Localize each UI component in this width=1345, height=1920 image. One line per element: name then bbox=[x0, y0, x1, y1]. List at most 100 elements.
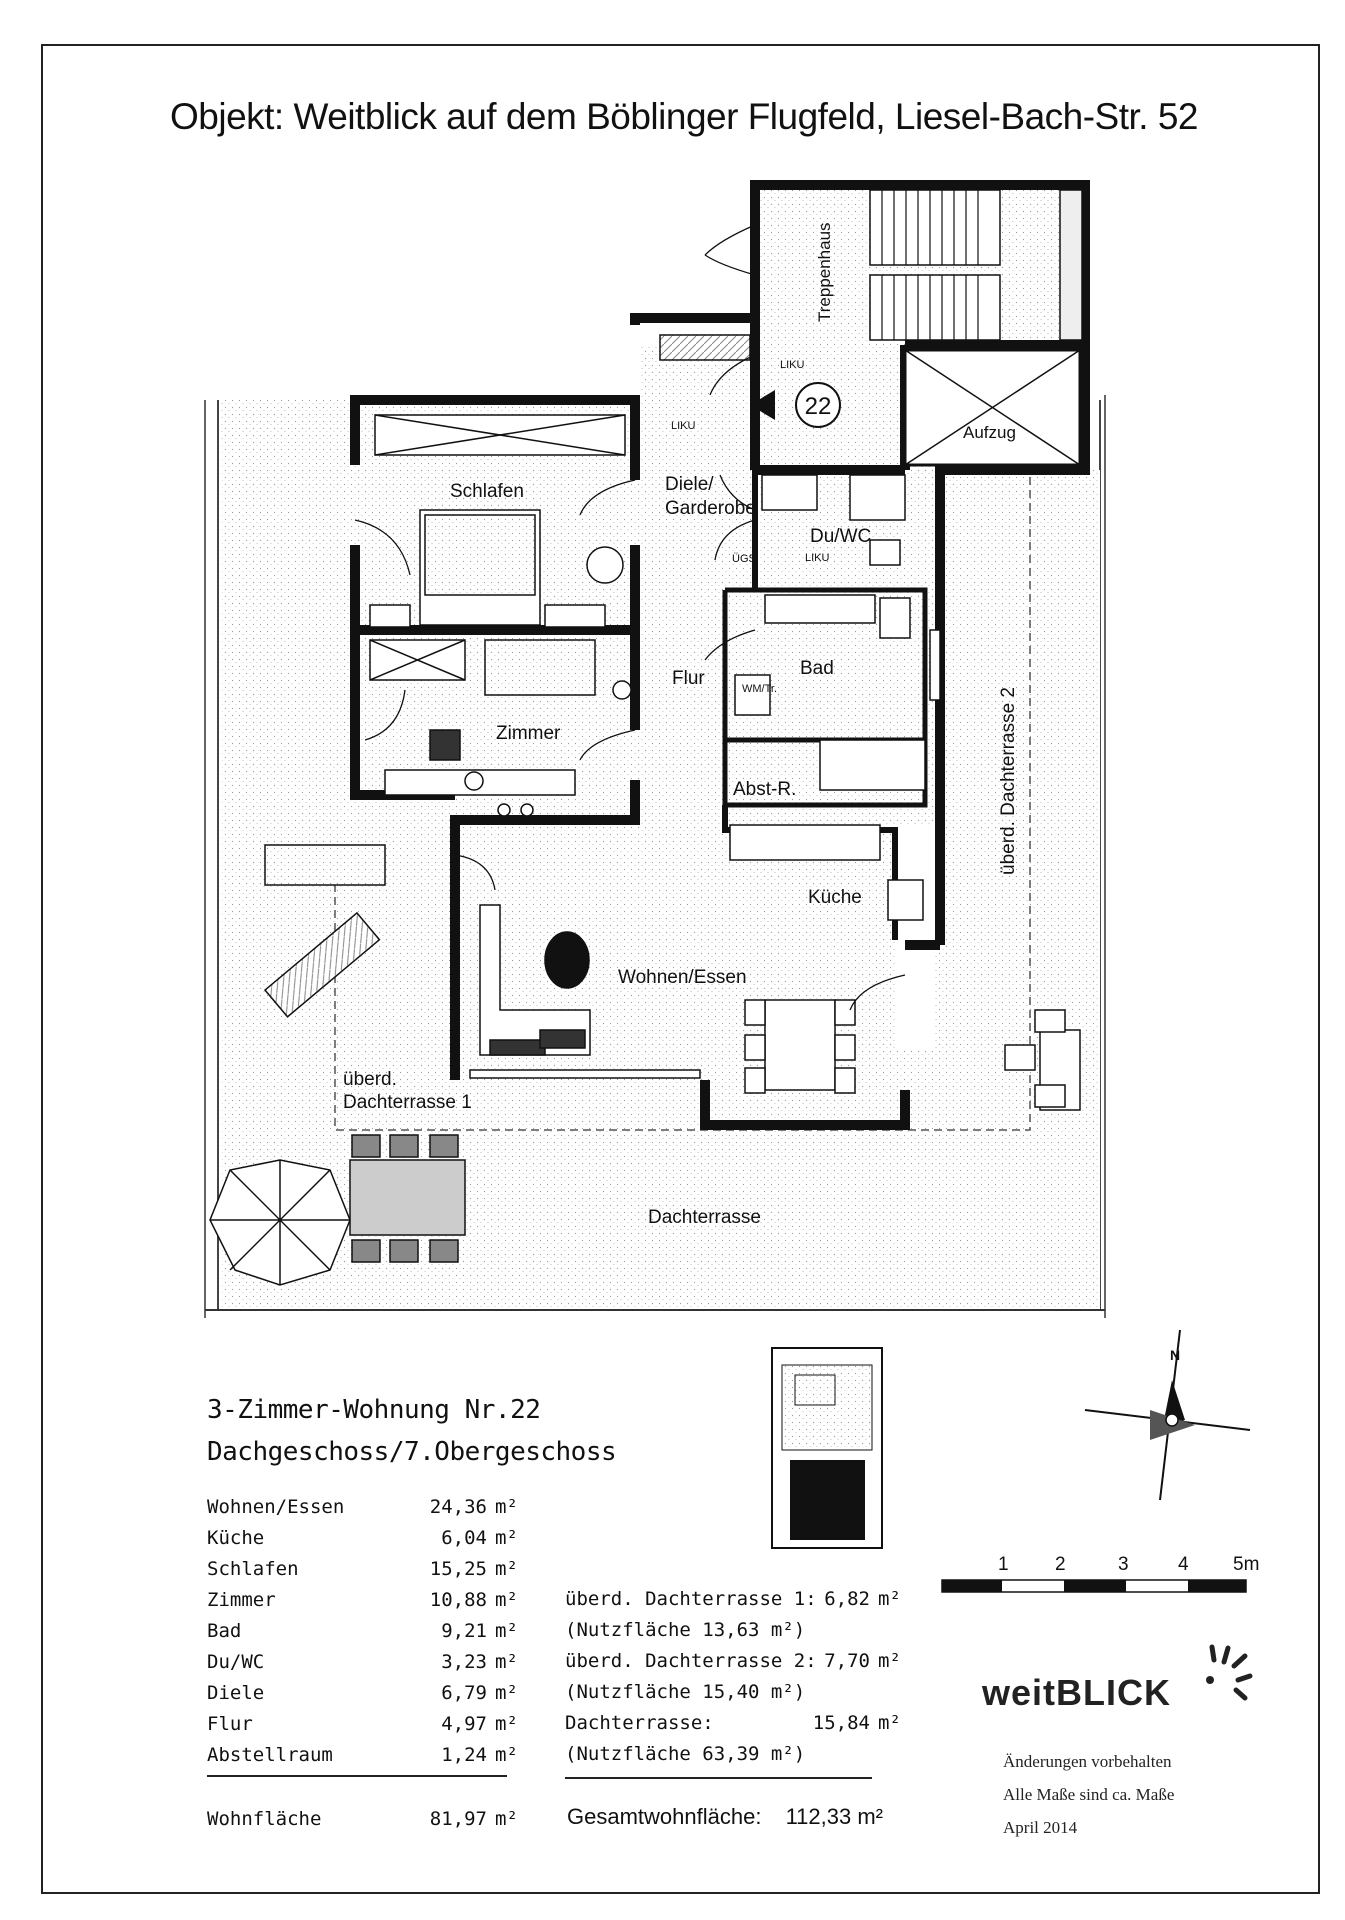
scale-tick-5m: 5m bbox=[1233, 1554, 1259, 1575]
ugs-label: ÜGS bbox=[732, 553, 756, 565]
note-dimensions: Alle Maße sind ca. Maße bbox=[1003, 1785, 1175, 1804]
area-value: 3,23 bbox=[441, 1651, 487, 1673]
unit-marker: 22 bbox=[750, 382, 841, 428]
terrace-row: (Nutzfläche 13,63 m²) bbox=[565, 1619, 901, 1650]
terrace-name: (Nutzfläche 63,39 m²) bbox=[565, 1743, 806, 1765]
sum-divider bbox=[207, 1775, 507, 1777]
room-label-uberd-1a: überd. bbox=[343, 1069, 397, 1090]
terrace-name: Dachterrasse: bbox=[565, 1712, 714, 1734]
gesamt-row: Gesamtwohnfläche: 112,33 m² bbox=[567, 1804, 883, 1830]
area-unit: m² bbox=[495, 1682, 518, 1704]
liku-label-3: LIKU bbox=[805, 552, 830, 564]
terrace-unit: m² bbox=[878, 1712, 901, 1734]
area-row: Diele 6,79 m² bbox=[207, 1682, 518, 1713]
liku-label-1: LIKU bbox=[780, 359, 805, 371]
gesamt-label: Gesamtwohnfläche: bbox=[567, 1804, 762, 1829]
terrace-name: überd. Dachterrasse 2: bbox=[565, 1650, 817, 1672]
brand-logo: weitBLICK bbox=[982, 1672, 1171, 1713]
area-value: 24,36 bbox=[429, 1496, 487, 1518]
brand-rays-icon bbox=[1206, 1644, 1253, 1701]
room-label-abst-r: Abst-R. bbox=[733, 779, 796, 800]
area-unit: m² bbox=[495, 1527, 518, 1549]
terrace-value: 7,70 bbox=[824, 1650, 870, 1672]
compass-rose: N bbox=[1084, 1329, 1251, 1501]
room-label-uberd-2: überd. Dachterrasse 2 bbox=[998, 687, 1019, 875]
scale-tick-2: 2 bbox=[1055, 1554, 1066, 1575]
room-label-garderobe: Garderobe bbox=[665, 498, 756, 519]
area-row: Zimmer 10,88 m² bbox=[207, 1589, 518, 1620]
area-row: Bad 9,21 m² bbox=[207, 1620, 518, 1651]
terrace-name: überd. Dachterrasse 1: bbox=[565, 1588, 817, 1610]
area-unit: m² bbox=[495, 1589, 518, 1611]
area-value: 15,25 bbox=[429, 1558, 487, 1580]
room-label-treppenhaus: Treppenhaus bbox=[815, 222, 834, 322]
terrace-row: (Nutzfläche 63,39 m²) bbox=[565, 1743, 901, 1774]
area-value: 6,04 bbox=[441, 1527, 487, 1549]
room-label-uberd-1b: Dachterrasse 1 bbox=[343, 1092, 472, 1113]
room-label-du-wc: Du/WC bbox=[810, 526, 871, 547]
page-title: Objekt: Weitblick auf dem Böblinger Flug… bbox=[170, 96, 1199, 137]
area-unit: m² bbox=[495, 1744, 518, 1766]
area-name: Zimmer bbox=[207, 1589, 276, 1611]
doors bbox=[354, 224, 906, 1011]
terrace-unit: m² bbox=[878, 1650, 901, 1672]
terrace-furniture bbox=[209, 844, 1081, 1286]
terrace-row: überd. Dachterrasse 2: 7,70 m² bbox=[565, 1650, 901, 1681]
area-row: Schlafen 15,25 m² bbox=[207, 1558, 518, 1589]
area-row: Abstellraum 1,24 m² bbox=[207, 1744, 518, 1775]
area-name: Bad bbox=[207, 1620, 242, 1642]
room-label-aufzug: Aufzug bbox=[963, 423, 1016, 442]
wohnflaeche-unit: m² bbox=[495, 1808, 518, 1830]
area-value: 1,24 bbox=[441, 1744, 487, 1766]
area-row: Küche 6,04 m² bbox=[207, 1527, 518, 1558]
wohnflaeche-label: Wohnfläche bbox=[207, 1808, 322, 1830]
area-name: Abstellraum bbox=[207, 1744, 333, 1766]
unit-number-label: 22 bbox=[805, 393, 832, 420]
terrace-divider bbox=[565, 1777, 872, 1779]
notes: Änderungen vorbehalten Alle Maße sind ca… bbox=[1003, 1745, 1174, 1844]
wm-tr-label: WM/Tr. bbox=[742, 683, 777, 695]
room-label-dachterrasse: Dachterrasse bbox=[648, 1207, 761, 1228]
north-label: N bbox=[1170, 1347, 1180, 1363]
area-name: Du/WC bbox=[207, 1651, 265, 1673]
bedroom-furniture bbox=[369, 509, 632, 817]
area-unit: m² bbox=[495, 1713, 518, 1735]
wohnflaeche-value: 81,97 bbox=[429, 1808, 487, 1830]
stairs bbox=[869, 189, 1083, 341]
room-label-schlafen: Schlafen bbox=[450, 481, 524, 502]
terrace-value: 15,84 bbox=[812, 1712, 870, 1734]
area-unit: m² bbox=[495, 1620, 518, 1642]
room-label-wohnen-essen: Wohnen/Essen bbox=[618, 967, 747, 988]
room-label-flur: Flur bbox=[672, 668, 705, 689]
terrace-row: (Nutzfläche 15,40 m²) bbox=[565, 1681, 901, 1712]
area-table: Wohnen/Essen 24,36 m² Küche 6,04 m² Schlafen… bbox=[207, 1496, 518, 1775]
room-label-zimmer: Zimmer bbox=[496, 723, 561, 744]
area-value: 10,88 bbox=[429, 1589, 487, 1611]
area-row: Du/WC 3,23 m² bbox=[207, 1651, 518, 1682]
note-changes: Änderungen vorbehalten bbox=[1003, 1752, 1172, 1771]
bathroom-fixtures bbox=[729, 474, 926, 921]
terrace-name: (Nutzfläche 15,40 m²) bbox=[565, 1681, 806, 1703]
area-unit: m² bbox=[495, 1651, 518, 1673]
area-name: Diele bbox=[207, 1682, 265, 1704]
area-name: Wohnen/Essen bbox=[207, 1496, 345, 1518]
area-name: Küche bbox=[207, 1527, 265, 1549]
area-unit: m² bbox=[495, 1558, 518, 1580]
page-frame bbox=[41, 44, 1320, 1894]
windows bbox=[369, 334, 941, 1079]
elevator-shaft bbox=[903, 348, 1082, 467]
area-value: 6,79 bbox=[441, 1682, 487, 1704]
area-value: 9,21 bbox=[441, 1620, 487, 1642]
gesamt-value: 112,33 m² bbox=[785, 1804, 883, 1829]
area-value: 4,97 bbox=[441, 1713, 487, 1735]
area-name: Schlafen bbox=[207, 1558, 299, 1580]
room-label-kueche: Küche bbox=[808, 887, 862, 908]
room-label-bad: Bad bbox=[800, 658, 834, 679]
room-labels: Schlafen Diele/ Garderobe Du/WC Flur Bad… bbox=[343, 222, 1019, 1228]
floor-heading: Dachgeschoss/7.Obergeschoss bbox=[207, 1437, 617, 1467]
